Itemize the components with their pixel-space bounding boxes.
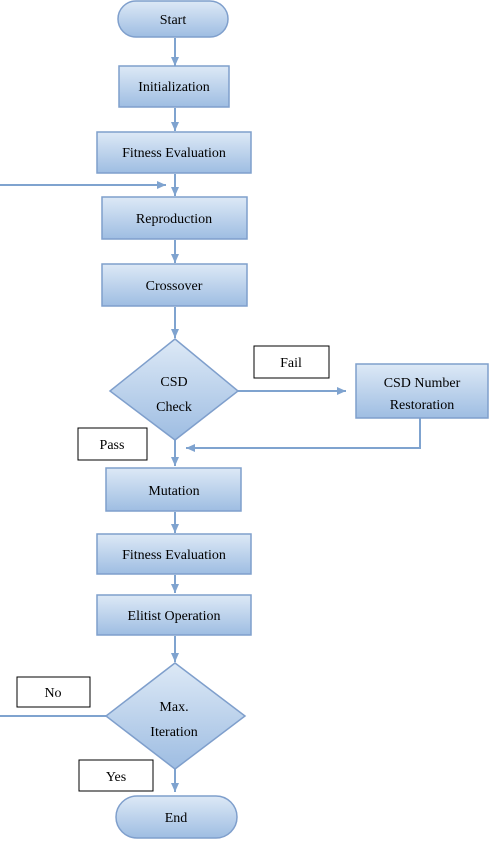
arrow-restore-return [186, 418, 421, 452]
elitist-operation-node: Elitist Operation [96, 594, 252, 636]
end-node: End [115, 795, 238, 839]
crossover-label: Crossover [146, 279, 203, 294]
csd-check-label-line2: Check [156, 400, 192, 415]
mutation-label: Mutation [148, 484, 199, 499]
mutation-node: Mutation [105, 467, 242, 512]
initialization-node: Initialization [118, 65, 230, 108]
label-pass-text: Pass [100, 438, 125, 453]
label-yes: Yes [78, 759, 154, 792]
crossover-node: Crossover [101, 263, 248, 307]
start-label: Start [160, 13, 187, 28]
fitness-evaluation-node-1: Fitness Evaluation [96, 131, 252, 174]
label-yes-text: Yes [106, 770, 126, 785]
csd-restoration-node: CSD Number Restoration [355, 363, 489, 419]
reproduction-node: Reproduction [101, 196, 248, 240]
reproduction-label: Reproduction [136, 212, 212, 227]
connectors [0, 38, 421, 792]
fitness-evaluation-node-2: Fitness Evaluation [96, 533, 252, 575]
fitness-evaluation-label-1: Fitness Evaluation [122, 146, 226, 161]
label-no: No [16, 676, 91, 708]
label-fail-text: Fail [280, 356, 302, 371]
max-iteration-decision: Max. Iteration [104, 662, 247, 770]
max-iteration-label-line2: Iteration [150, 725, 197, 740]
label-fail: Fail [253, 345, 330, 379]
initialization-label: Initialization [138, 80, 210, 95]
label-no-text: No [44, 686, 61, 701]
csd-check-decision: CSD Check [108, 338, 240, 441]
end-label: End [165, 811, 188, 826]
max-iteration-label-line1: Max. [159, 700, 188, 715]
start-node: Start [117, 0, 229, 38]
csd-check-label-line1: CSD [160, 375, 187, 390]
elitist-operation-label: Elitist Operation [128, 609, 221, 624]
csd-restoration-label-line1: CSD Number [384, 376, 461, 391]
label-pass: Pass [77, 427, 148, 461]
csd-restoration-label-line2: Restoration [390, 398, 455, 413]
fitness-evaluation-label-2: Fitness Evaluation [122, 548, 226, 563]
